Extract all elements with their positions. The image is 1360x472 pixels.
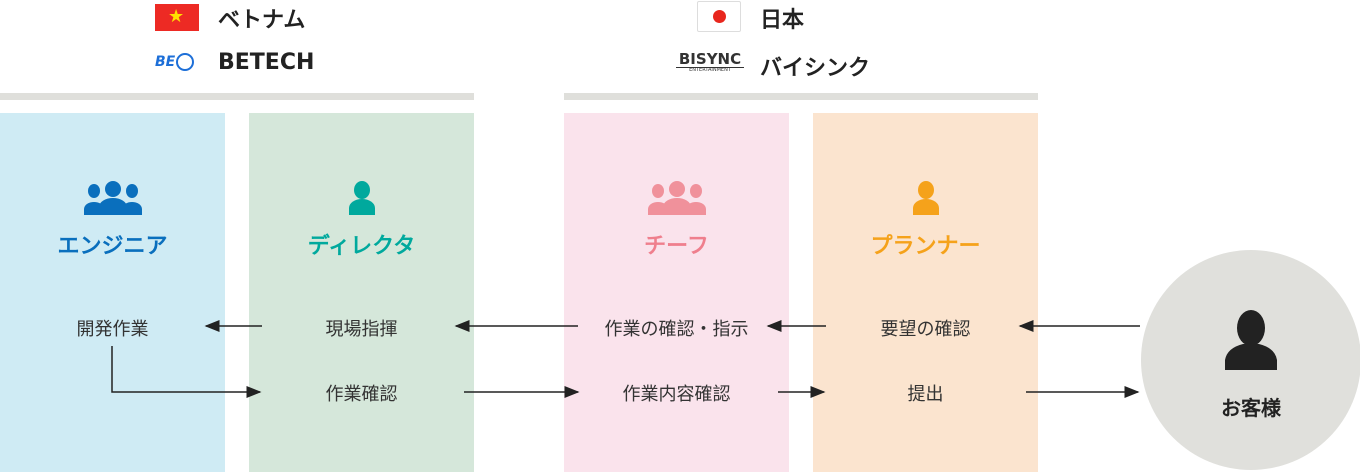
role-director: ディレクタ — [307, 234, 416, 259]
vietnam-divider — [0, 93, 474, 100]
group-icon — [83, 181, 142, 215]
task-site-command: 現場指揮 — [325, 319, 398, 340]
task-content-check: 作業内容確認 — [622, 384, 731, 405]
engineer-column: エンジニア 開発作業 — [0, 113, 225, 472]
betech-logo: BE — [155, 53, 199, 75]
arrow-engineer-to-director — [111, 346, 262, 398]
japan-flag-icon — [697, 1, 741, 32]
customer-circle: お客様 — [1141, 250, 1360, 470]
person-icon — [348, 181, 375, 215]
role-engineer: エンジニア — [57, 234, 168, 259]
role-planner: プランナー — [870, 234, 981, 259]
chief-column: チーフ 作業の確認・指示 作業内容確認 — [564, 113, 789, 472]
country-japan: 日本 — [760, 8, 805, 33]
person-icon — [912, 181, 939, 215]
task-check-instruct: 作業の確認・指示 — [604, 319, 749, 340]
country-vietnam: ベトナム — [218, 8, 306, 33]
role-chief: チーフ — [644, 234, 709, 259]
customer-label: お客様 — [1221, 396, 1281, 420]
company-betech: BETECH — [218, 50, 315, 75]
group-icon — [647, 181, 706, 215]
task-request-check: 要望の確認 — [880, 319, 971, 340]
japan-divider — [564, 93, 1038, 100]
customer-person-icon — [1225, 310, 1277, 370]
director-column: ディレクタ 現場指揮 作業確認 — [249, 113, 474, 472]
task-development: 開発作業 — [76, 319, 149, 340]
vietnam-flag-icon: ★ — [155, 4, 199, 31]
task-work-check: 作業確認 — [325, 384, 398, 405]
task-submit: 提出 — [907, 384, 944, 405]
planner-column: プランナー 要望の確認 提出 — [813, 113, 1038, 472]
company-bisync: バイシンク — [760, 56, 871, 81]
